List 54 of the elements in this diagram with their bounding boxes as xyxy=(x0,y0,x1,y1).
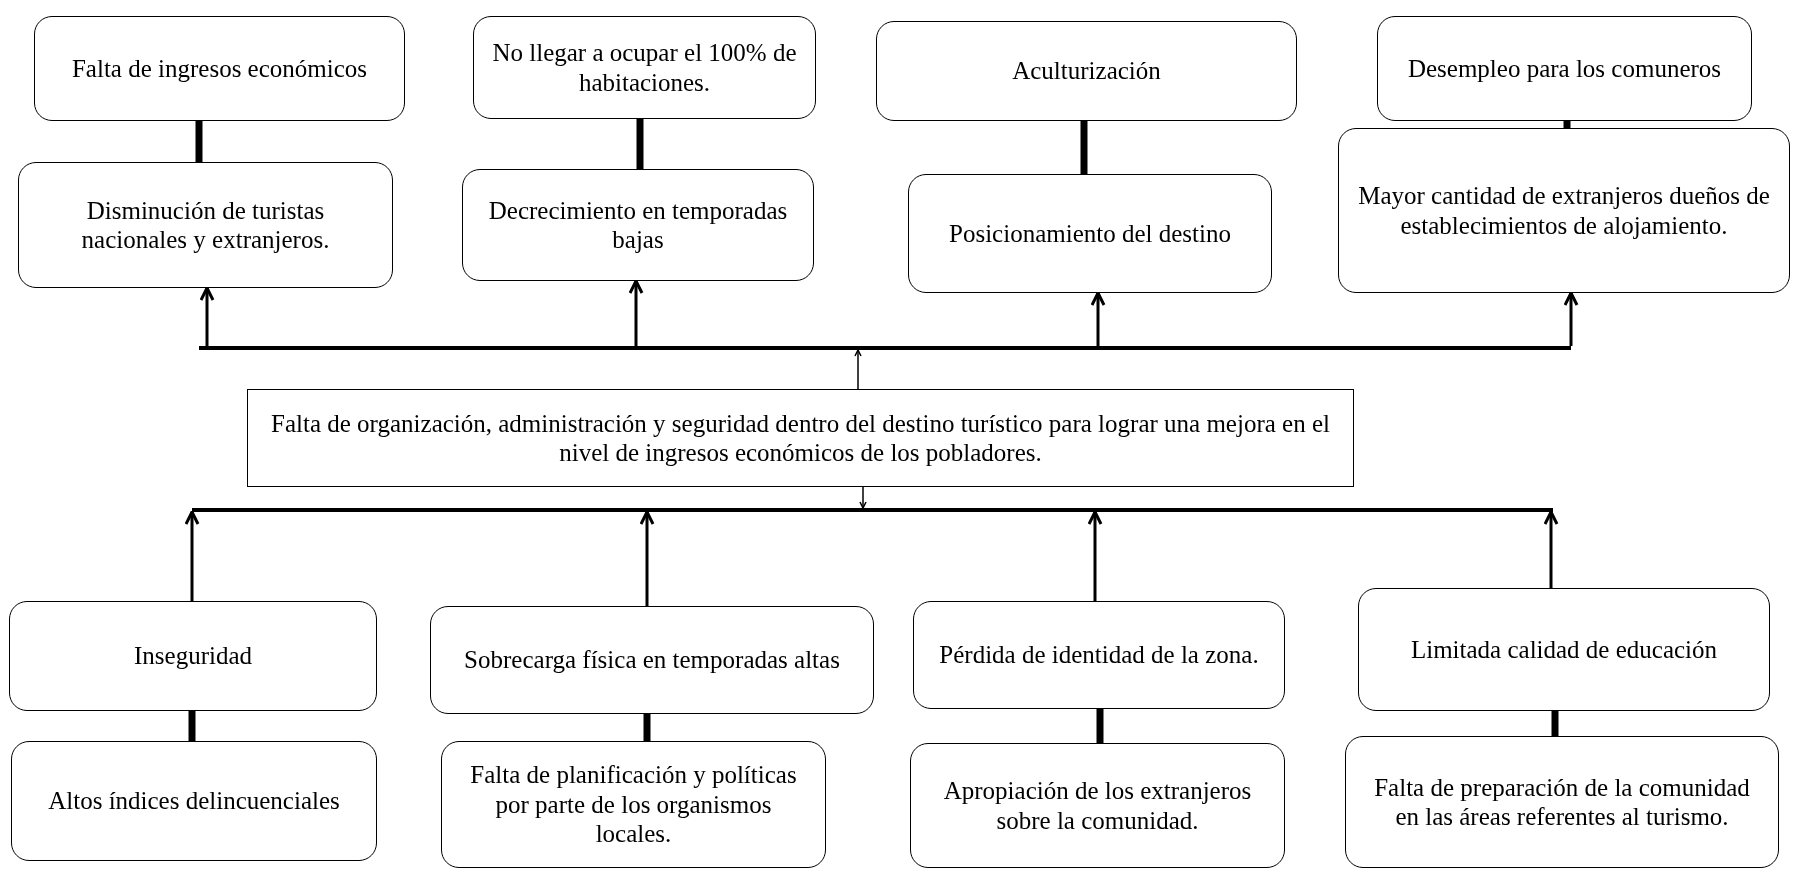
arrow xyxy=(1563,291,1579,346)
rounded-box xyxy=(34,16,405,121)
arrow xyxy=(184,510,200,601)
connector-line xyxy=(1096,709,1104,743)
arrow xyxy=(628,279,644,346)
rounded-box xyxy=(441,741,826,868)
connector-bar xyxy=(199,346,1571,350)
box-text: Limitada calidad de educación xyxy=(1410,634,1718,665)
rounded-box xyxy=(1358,588,1770,711)
box-text: Disminución de turistas nacionales y extranjeros. xyxy=(80,195,331,255)
connector-line xyxy=(188,711,196,741)
arrow xyxy=(1543,510,1559,588)
rounded-box xyxy=(913,601,1285,709)
connector-line xyxy=(195,121,203,162)
rounded-box xyxy=(430,606,874,714)
box-text: Falta de preparación de la comunidad en las áreas referentes al turismo. xyxy=(1373,772,1751,832)
box-text: No llegar a ocupar el 100% de habitaciones. xyxy=(491,38,798,97)
arrow xyxy=(854,349,862,390)
box-text: Desempleo para los comuneros xyxy=(1407,53,1722,84)
connector-line xyxy=(643,714,651,741)
box-text: Altos índices delincuenciales xyxy=(48,786,340,816)
box-text: Sobrecarga física en temporadas altas xyxy=(464,645,840,675)
box-text: Decrecimiento en temporadas bajas xyxy=(487,195,789,255)
box-text: Apropiación de los extranjeros sobre la comunidad. xyxy=(942,776,1253,835)
connector-line xyxy=(1563,121,1571,128)
arrow xyxy=(199,286,215,346)
arrow xyxy=(1090,291,1106,346)
rounded-box xyxy=(18,162,393,288)
rounded-box xyxy=(473,16,816,119)
rounded-box xyxy=(1377,16,1752,121)
connector-line xyxy=(1551,711,1559,736)
rounded-box xyxy=(462,169,814,281)
rounded-box xyxy=(11,741,377,861)
box-text: Inseguridad xyxy=(134,641,252,671)
connector-line xyxy=(1080,121,1088,174)
box-text: Aculturización xyxy=(1012,56,1161,86)
box-text: Posicionamiento del destino xyxy=(949,218,1231,249)
rounded-box xyxy=(910,743,1285,868)
rounded-box xyxy=(1338,128,1790,293)
connector-bar xyxy=(192,508,1553,512)
arrow xyxy=(1087,510,1103,601)
box-text: Pérdida de identidad de la zona. xyxy=(939,640,1259,670)
box-text: Falta de organización, administración y seguridad dentro del destino turístico para lograr una mejora en el nivel de ingresos económicos de los pobladores. xyxy=(270,408,1331,468)
arrow xyxy=(639,510,655,606)
box-text: Mayor cantidad de extranjeros dueños de establecimientos de alojamiento. xyxy=(1357,181,1771,240)
rounded-box xyxy=(908,174,1272,293)
box-text: Falta de ingresos económicos xyxy=(71,53,368,84)
arrow xyxy=(859,486,867,509)
central-problem-box xyxy=(247,389,1354,487)
rounded-box xyxy=(876,21,1297,121)
rounded-box xyxy=(9,601,377,711)
box-text: Falta de planificación y políticas por parte de los organismos locales. xyxy=(469,760,798,849)
connector-line xyxy=(636,119,644,169)
rounded-box xyxy=(1345,736,1779,868)
